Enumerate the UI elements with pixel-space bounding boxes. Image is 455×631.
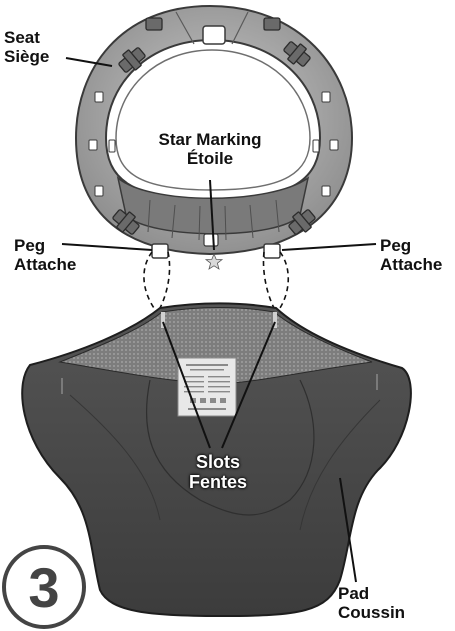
peg-right-label-en: Peg xyxy=(380,236,442,255)
slots-label: Slots Fentes xyxy=(170,452,266,492)
peg-right xyxy=(264,244,280,258)
pad-label-fr: Coussin xyxy=(338,603,405,622)
peg-left-label-fr: Attache xyxy=(14,255,76,274)
slots-label-en: Slots xyxy=(170,452,266,472)
seat-label-fr: Siège xyxy=(4,47,49,66)
peg-left-label-en: Peg xyxy=(14,236,76,255)
pad-label-en: Pad xyxy=(338,584,405,603)
star-icon xyxy=(206,254,222,269)
pad-label: Pad Coussin xyxy=(338,584,405,622)
star-marking-label: Star Marking Étoile xyxy=(148,130,272,168)
peg-left-label: Peg Attache xyxy=(14,236,76,274)
star-marking-label-en: Star Marking xyxy=(148,130,272,149)
slots-label-fr: Fentes xyxy=(170,472,266,492)
peg-right-leader xyxy=(282,244,376,250)
star-marking-label-fr: Étoile xyxy=(148,149,272,168)
seat-label: Seat Siège xyxy=(4,28,49,66)
seat-label-en: Seat xyxy=(4,28,49,47)
peg-left xyxy=(152,244,168,258)
peg-right-label: Peg Attache xyxy=(380,236,442,274)
peg-right-label-fr: Attache xyxy=(380,255,442,274)
step-number-badge: 3 xyxy=(2,545,86,629)
